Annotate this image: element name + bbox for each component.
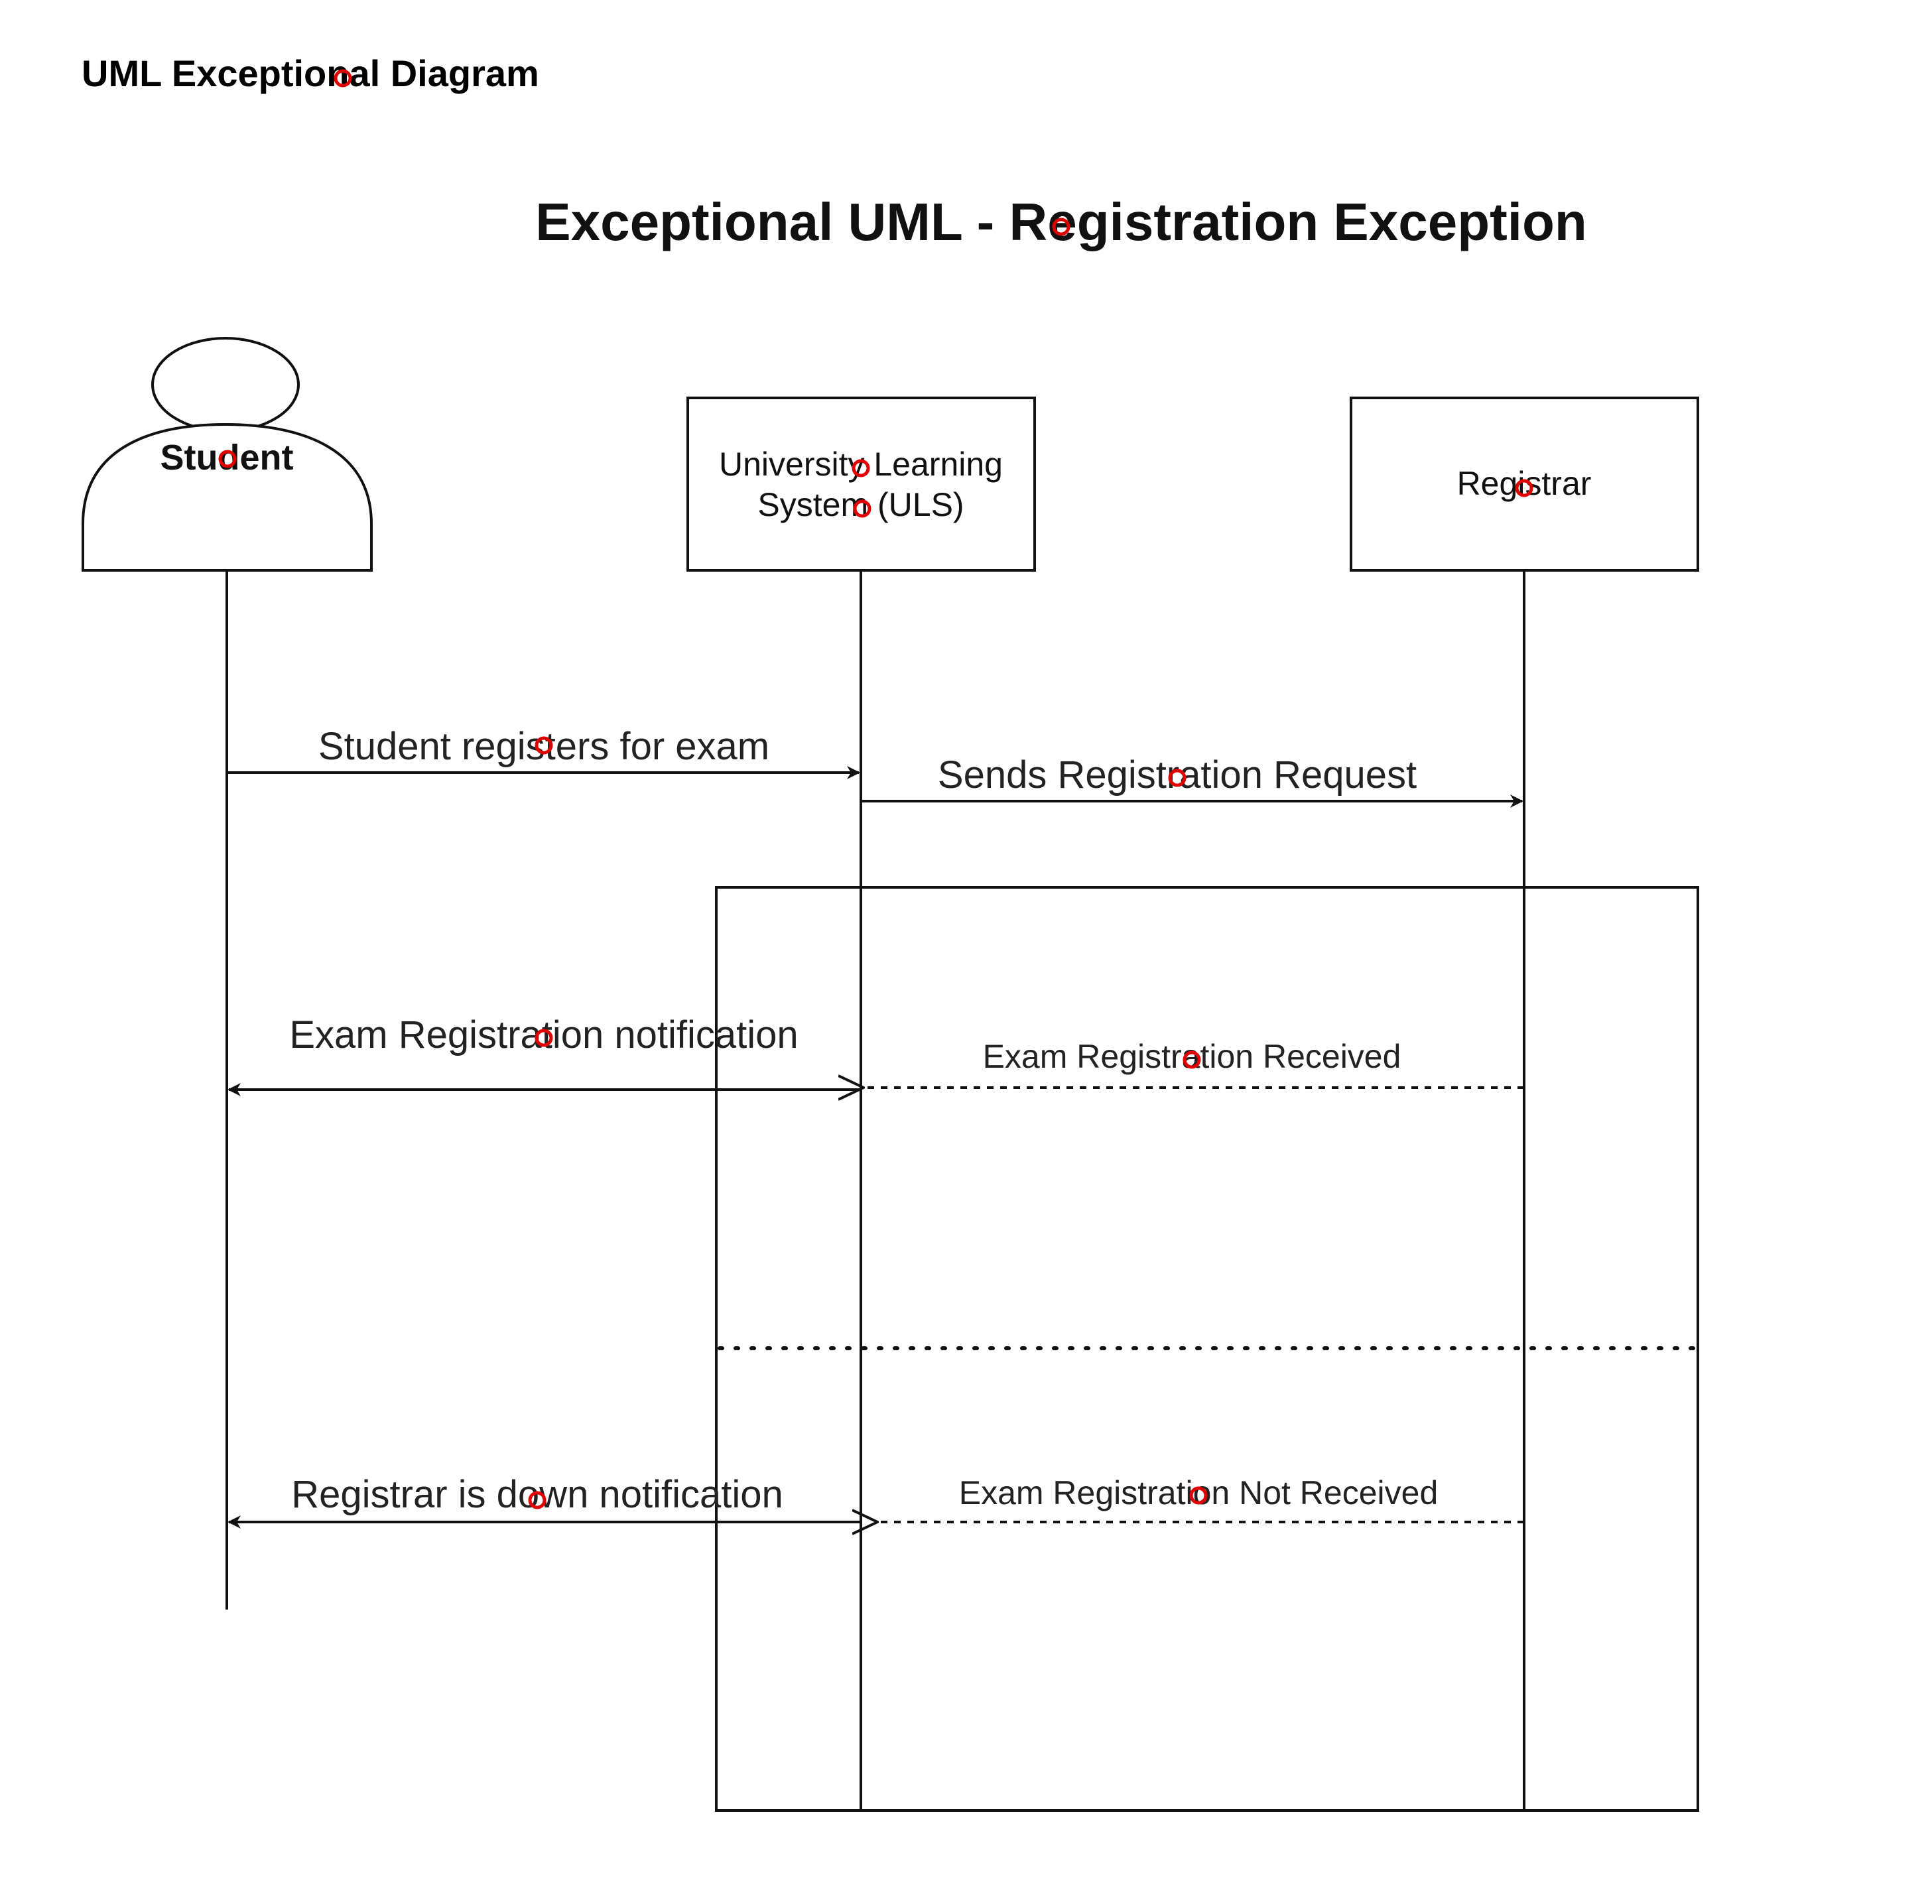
exception-fragment-frame — [715, 886, 1699, 1812]
participant-registrar-box — [1350, 397, 1699, 572]
actor-student-label: Student — [161, 438, 294, 477]
marker-student — [218, 450, 237, 468]
annotation-markers — [218, 69, 1533, 1509]
actor-student: Student — [82, 337, 373, 572]
marker-down — [528, 1491, 547, 1509]
message-register-label: Student registers for exam — [318, 725, 769, 768]
marker-received — [1183, 1050, 1201, 1069]
marker-registrar — [1515, 479, 1533, 497]
participant-registrar: Registrar — [1350, 397, 1699, 572]
marker-page-heading — [334, 69, 352, 88]
participant-uls-label-line1: University Learning — [719, 446, 1003, 483]
message-received: Exam Registration Received — [864, 1038, 1524, 1088]
diagram-title: Exceptional UML - Registration Exception — [535, 192, 1586, 251]
actor-body — [82, 422, 373, 572]
page-heading: UML Exceptional Diagram — [82, 52, 539, 94]
marker-request — [1168, 769, 1187, 787]
actor-head — [151, 337, 300, 432]
message-received-label: Exam Registration Received — [983, 1038, 1401, 1075]
message-not-received: Exam Registration Not Received — [877, 1474, 1524, 1522]
marker-register — [535, 736, 553, 755]
message-request: Sends Registration Request — [861, 753, 1523, 808]
participant-uls-box — [686, 397, 1036, 572]
participant-uls: University Learning System (ULS) — [686, 397, 1036, 572]
participant-uls-label-line2: System (ULS) — [757, 486, 964, 523]
marker-not-received — [1189, 1486, 1208, 1505]
message-notification-label: Exam Registration notification — [289, 1013, 798, 1056]
message-register: Student registers for exam — [227, 725, 860, 779]
marker-uls-line1 — [852, 459, 870, 477]
message-notification: Exam Registration notification — [227, 1013, 861, 1096]
marker-diagram-title — [1052, 218, 1070, 236]
message-request-label: Sends Registration Request — [938, 753, 1417, 796]
message-not-received-label: Exam Registration Not Received — [959, 1474, 1439, 1511]
marker-notification — [535, 1029, 553, 1047]
marker-uls-line2 — [853, 499, 871, 518]
